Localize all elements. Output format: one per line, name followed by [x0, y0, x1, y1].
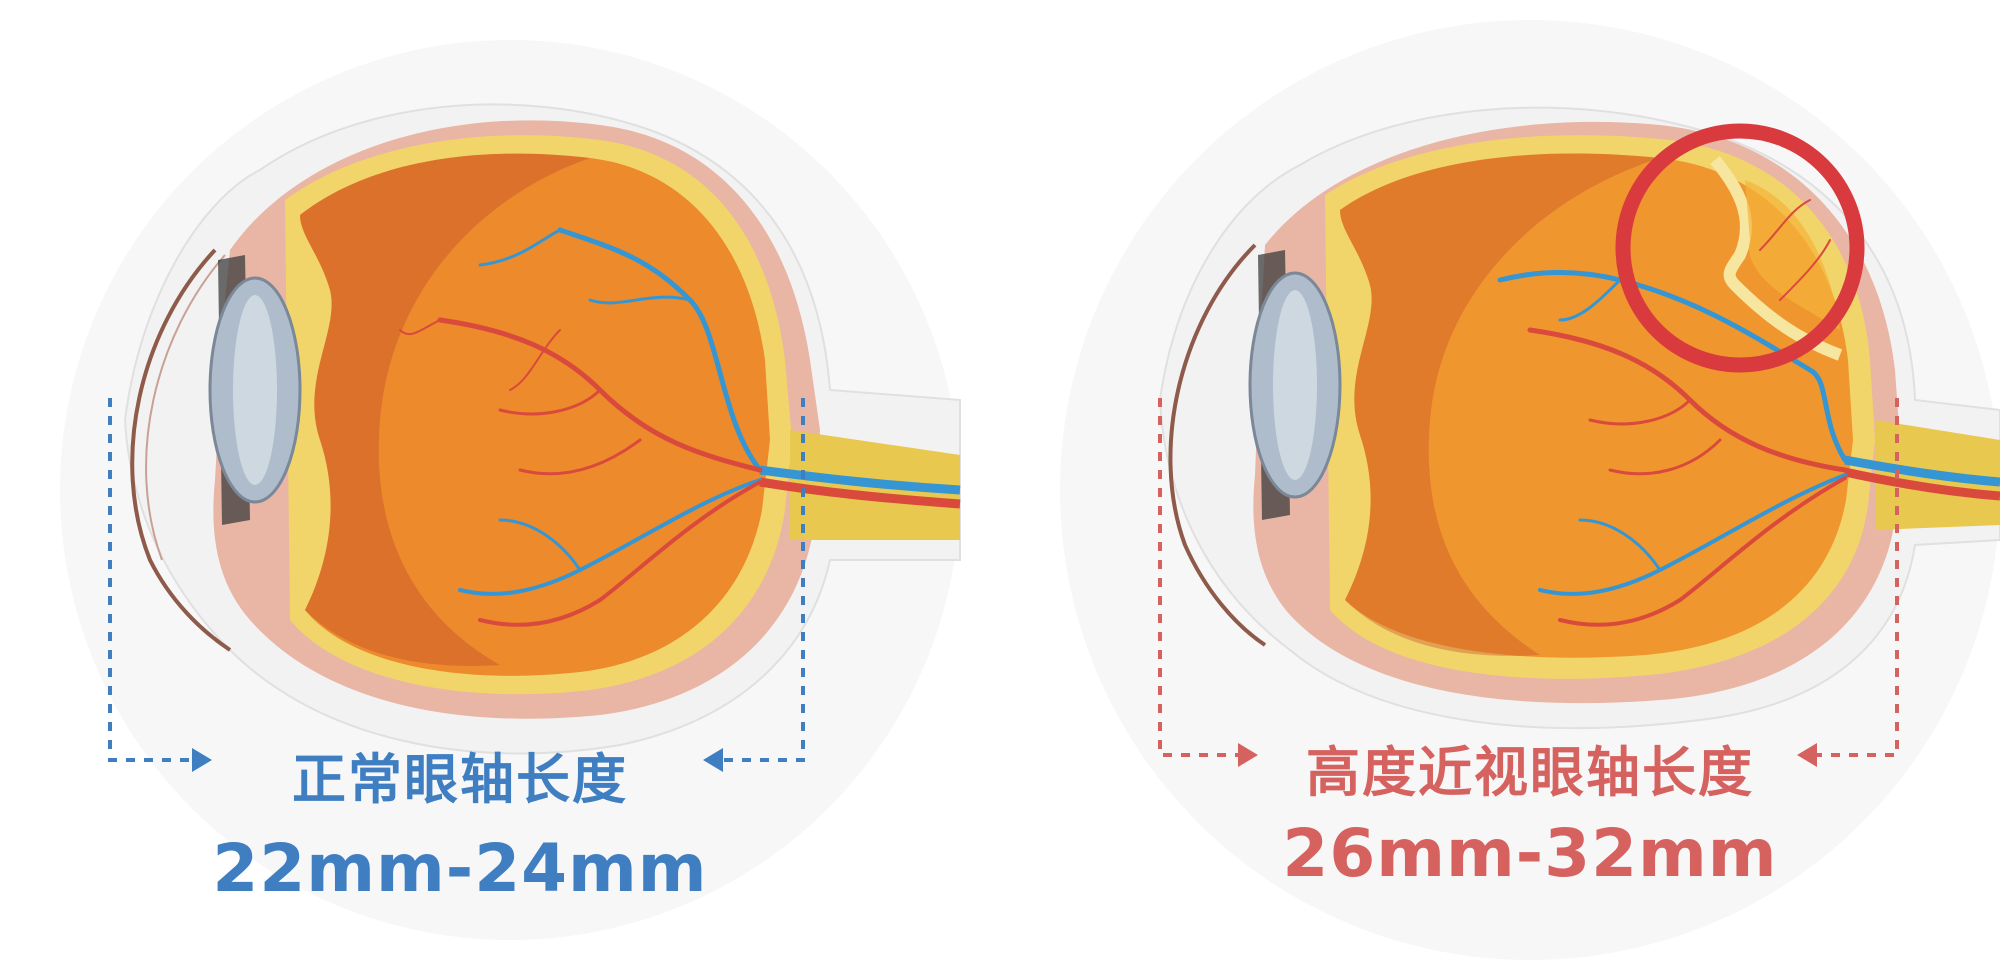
high-myopia-axial-length-range: 26mm-32mm — [1282, 815, 1778, 892]
optic-vein — [759, 465, 961, 495]
retina-fold — [1710, 156, 1843, 361]
arrow-left-icon — [1797, 743, 1817, 767]
cornea — [1168, 243, 1267, 647]
normal-eye-illustration — [108, 103, 961, 772]
optic-artery — [1844, 467, 2000, 501]
high-myopia-eye-illustration — [1158, 106, 2000, 767]
highlight-circle — [1615, 123, 1865, 373]
normal-axial-length-range: 22mm-24mm — [212, 830, 708, 907]
optic-artery — [759, 477, 961, 509]
high-myopia-eye-panel: 高度近视眼轴长度 26mm-32mm — [1000, 0, 2000, 968]
retinal-vessels — [1497, 199, 1848, 627]
arrow-right-icon — [1238, 743, 1258, 767]
normal-eye-panel: 正常眼轴长度 22mm-24mm — [108, 103, 961, 907]
high-myopia-axial-length-title: 高度近视眼轴长度 — [1306, 741, 1754, 804]
arrow-right-icon — [192, 748, 212, 772]
cornea — [130, 248, 232, 652]
retinal-vessels — [399, 227, 763, 627]
optic-vein — [1844, 455, 2000, 487]
arrow-left-icon — [703, 748, 723, 772]
measurement-lines — [108, 398, 805, 762]
normal-axial-length-title: 正常眼轴长度 — [292, 748, 628, 811]
